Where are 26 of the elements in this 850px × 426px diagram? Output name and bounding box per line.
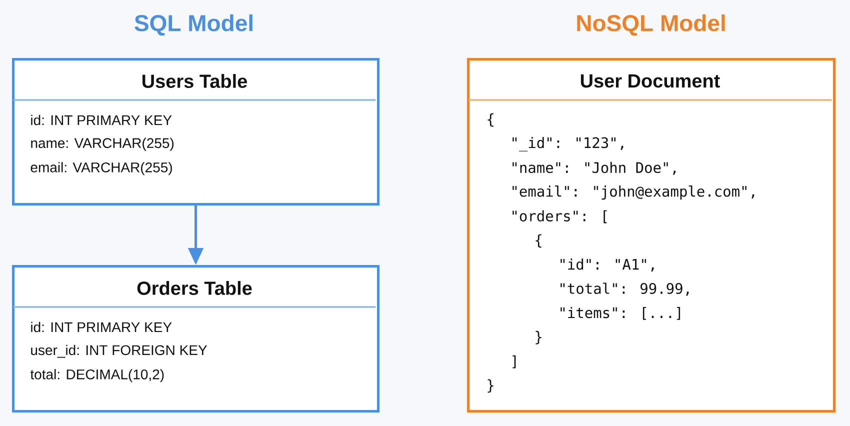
code-line: "id": "A1", xyxy=(560,258,654,272)
document-box xyxy=(467,58,836,412)
field-row: total: DECIMAL(10,2) xyxy=(30,369,164,382)
field-row: email: VARCHAR(255) xyxy=(30,162,172,176)
code-line: "email": "john@example.com", xyxy=(512,185,754,200)
field-row: id: INT PRIMARY KEY xyxy=(31,114,172,126)
section-title: NoSQL Model xyxy=(577,14,725,36)
code-line: "orders": [ xyxy=(512,210,607,224)
code-line: "name": "John Doe", xyxy=(512,162,676,175)
field-row: name: VARCHAR(255) xyxy=(31,138,174,151)
section-title: SQL Model xyxy=(134,14,252,36)
code-line: } xyxy=(488,379,494,393)
code-line: "_id": "123", xyxy=(512,136,624,152)
code-line: { xyxy=(536,234,542,248)
code-line: "items": [...] xyxy=(560,306,680,320)
table-box xyxy=(12,265,380,412)
box-heading: User Document xyxy=(580,74,720,88)
field-row: user_id: INT FOREIGN KEY xyxy=(31,344,208,358)
box-heading: Users Table xyxy=(142,74,247,88)
code-line: { xyxy=(488,113,494,127)
field-row: id: INT PRIMARY KEY xyxy=(31,322,172,332)
table-box xyxy=(12,58,380,206)
box-heading: Orders Table xyxy=(137,281,252,295)
code-line: ] xyxy=(512,355,516,368)
code-line: "total": 99.99, xyxy=(560,282,689,296)
code-line: } xyxy=(536,330,542,344)
